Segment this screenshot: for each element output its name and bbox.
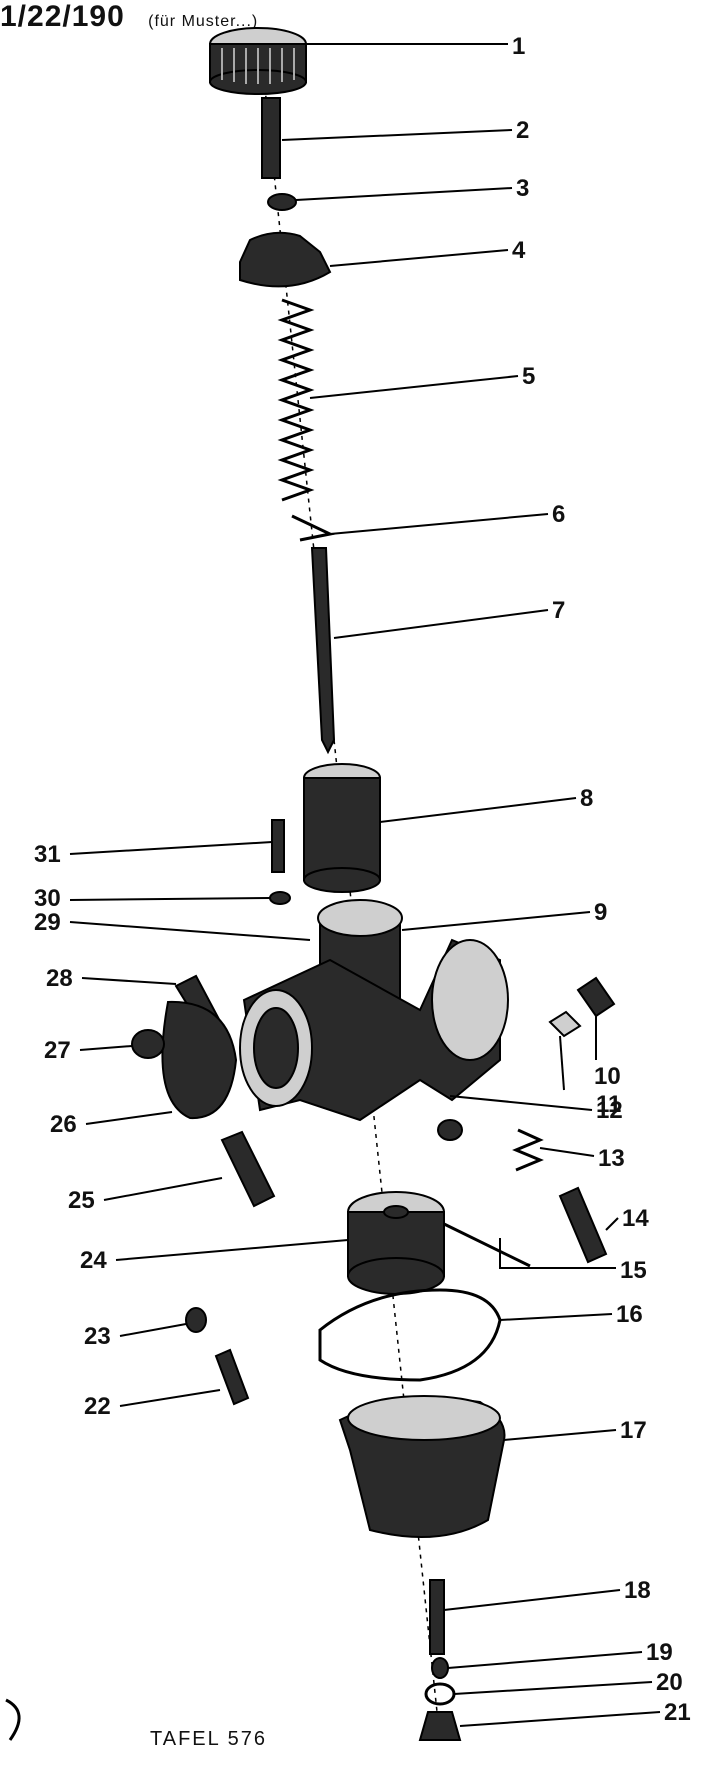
callout-7: 7 [552,597,565,624]
part-cap [209,27,307,95]
leader-21 [459,1711,661,1727]
part-bolt-25 [220,1130,276,1208]
part-float-bowl [338,1395,506,1539]
leader-17 [503,1429,617,1441]
leader-2 [281,129,513,141]
callout-31: 31 [34,841,61,868]
part-washer-11 [548,1010,582,1038]
part-screw-31 [271,819,285,873]
callout-13: 13 [598,1145,625,1172]
leader-31 [69,841,273,855]
leader-30 [69,897,271,901]
part-spring-13 [512,1128,544,1172]
callout-26: 26 [50,1111,77,1138]
part-clamp-nut [131,1029,165,1059]
plate-subtitle: (für Muster...) [148,13,259,30]
part-shaft-15 [439,1220,531,1268]
part-jet-18 [429,1579,445,1655]
leader-15 [499,1238,616,1269]
callout-8: 8 [580,785,593,812]
leader-20 [453,1681,653,1695]
callout-29: 29 [34,909,61,936]
leader-7 [333,609,549,639]
part-screw-14 [558,1186,608,1264]
callout-23: 23 [84,1323,111,1350]
plate-footer: TAFEL 576 [150,1728,267,1750]
callout-9: 9 [594,899,607,926]
callout-4: 4 [512,237,526,264]
part-nut-19 [431,1657,449,1679]
leader-4 [329,249,509,267]
leader-25 [103,1177,223,1201]
part-body [239,899,509,1122]
callout-15: 15 [620,1257,647,1284]
leader-23 [119,1323,187,1337]
part-needle [310,547,336,755]
callout-24: 24 [80,1247,107,1274]
callout-19: 19 [646,1639,673,1666]
leader-29 [69,921,311,941]
part-top-cover [239,231,332,288]
plate-number: 1/22/190 [0,0,125,33]
callout-12: 12 [596,1097,623,1124]
callout-21: 21 [664,1699,691,1726]
callout-28: 28 [46,965,73,992]
leader-9 [401,911,591,931]
part-screw-10 [576,976,616,1018]
leader-28 [81,977,177,985]
leader-5 [309,375,519,399]
part-gasket [318,1288,502,1382]
callout-16: 16 [616,1301,643,1328]
callout-6: 6 [552,501,565,528]
leader-27 [79,1045,133,1051]
stray-mark [5,1698,21,1741]
page-header: 1/22/190 (für Muster...) [0,0,258,34]
callout-11: 11 [596,1091,621,1118]
callout-22: 22 [84,1393,111,1420]
part-screw-22 [214,1348,250,1406]
leader-24 [115,1239,349,1261]
part-ring-20 [424,1682,456,1706]
leader-8 [379,797,577,823]
callout-3: 3 [516,175,529,202]
leader-11 [559,1035,565,1091]
leader-16 [499,1313,613,1321]
callout-2: 2 [516,117,529,144]
callout-14: 14 [622,1205,649,1232]
part-adjuster-screw [261,97,281,179]
part-oring-12 [437,1119,463,1141]
leader-3 [295,187,513,201]
leader-18 [443,1589,621,1611]
part-washer-30 [269,891,291,905]
callout-10: 10 [594,1063,621,1090]
callout-5: 5 [522,363,535,390]
leader-6 [329,513,549,535]
callout-18: 18 [624,1577,651,1604]
leader-13 [539,1147,595,1157]
part-spring [277,298,315,502]
callout-1: 1 [512,33,525,60]
leader-26 [85,1111,173,1125]
part-nut [267,193,297,211]
callout-20: 20 [656,1669,683,1696]
part-float [347,1191,445,1295]
part-clamp-ring [161,1000,238,1120]
leader-12 [449,1095,593,1111]
callout-17: 17 [620,1417,647,1444]
part-slide [303,763,381,893]
leader-22 [119,1389,221,1407]
part-washer-23 [185,1307,207,1333]
callout-27: 27 [44,1037,71,1064]
part-plug-21 [418,1711,462,1741]
callout-25: 25 [68,1187,95,1214]
callout-30: 30 [34,885,61,912]
leader-19 [447,1651,643,1669]
leader-14 [605,1217,619,1231]
